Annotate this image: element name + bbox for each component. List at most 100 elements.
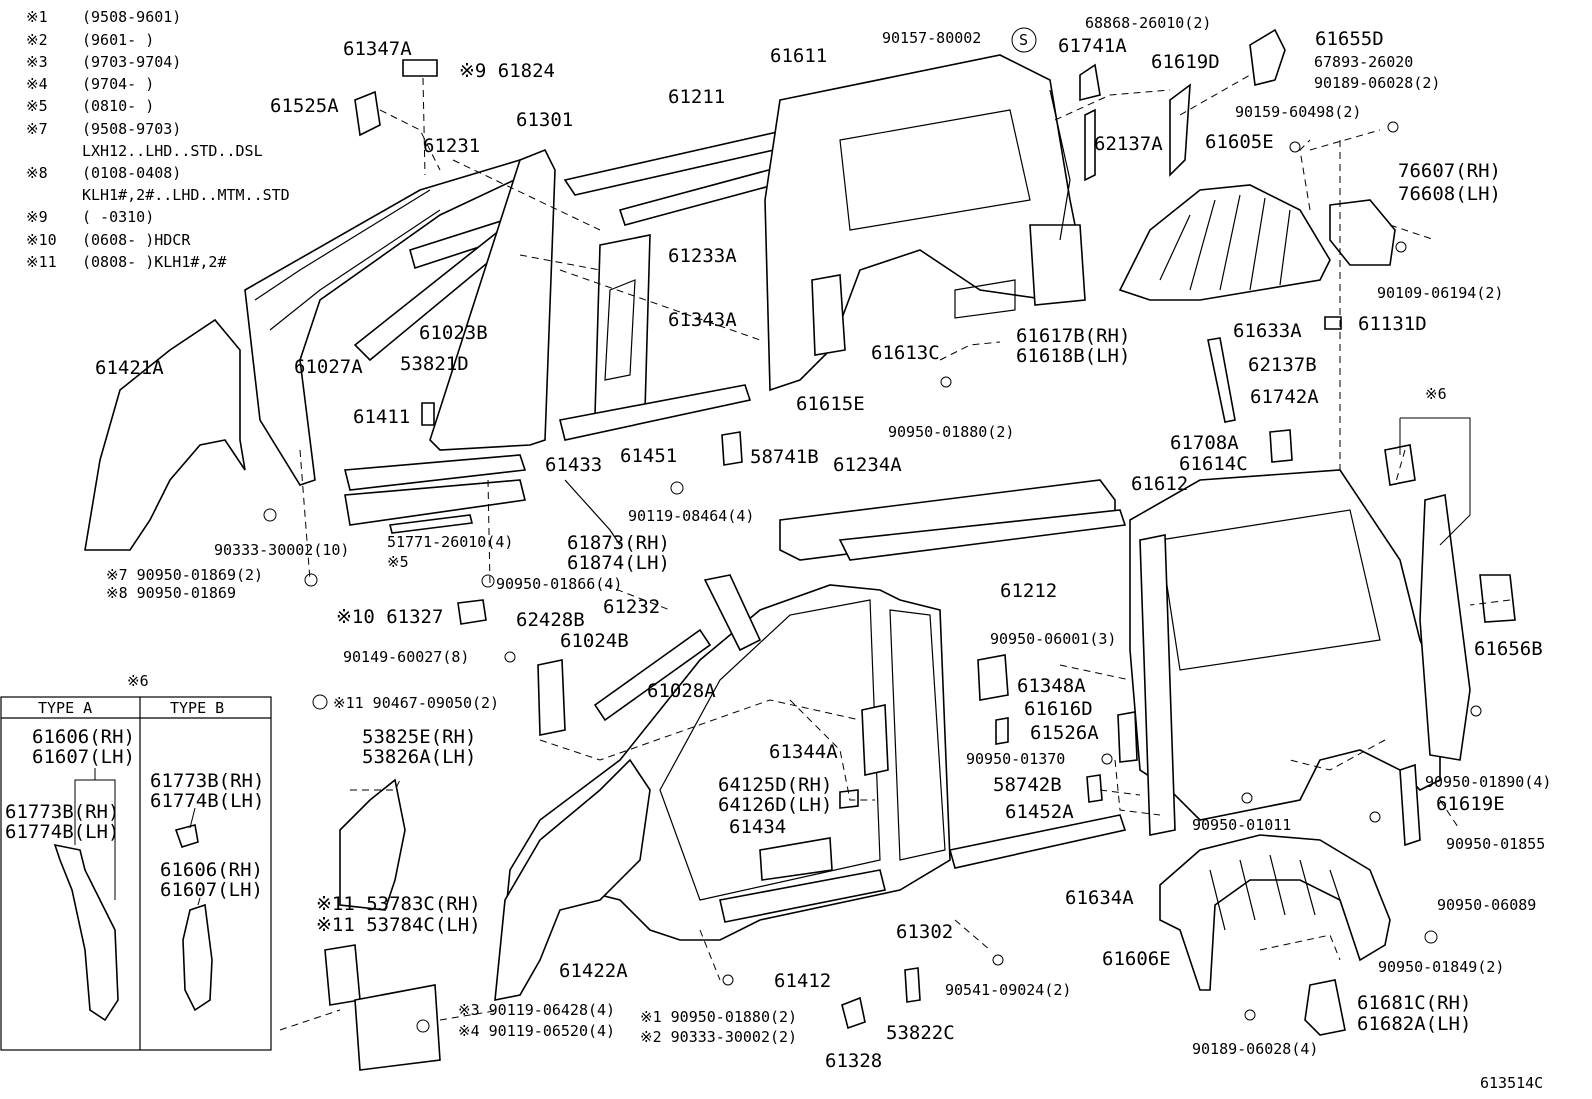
mudguard-upper-part <box>1329 199 1396 266</box>
note-range: (9703-9704) <box>82 53 181 71</box>
rocker-inner-upper-part <box>559 384 752 441</box>
part-label: 90950-06001(3) <box>990 630 1116 648</box>
part-label: 61421A <box>95 357 164 379</box>
part-label: ※7 90950-01869(2) <box>106 566 263 584</box>
part-label: 90333-30002(10) <box>214 541 349 559</box>
bracket-61347A <box>354 90 381 137</box>
part-label: 90950-01890(4) <box>1425 773 1551 791</box>
bracket-61656B <box>1479 574 1516 623</box>
step-61452A-part <box>949 814 1127 869</box>
inset-label: 61607(LH) <box>32 746 135 768</box>
part-label: 90950-01849(2) <box>1378 958 1504 976</box>
bracket-61619E <box>1399 763 1421 847</box>
part-label: 61617B(RH) <box>1016 325 1130 347</box>
part-label: 90541-09024(2) <box>945 981 1071 999</box>
note-range: ( -0310) <box>82 208 154 226</box>
part-label: 61233A <box>668 245 737 267</box>
note-mark: ※2 <box>26 31 48 49</box>
note-extra: KLH1#,2#..LHD..MTM..STD <box>82 186 290 204</box>
part-label: 61024B <box>560 630 629 652</box>
note-mark: ※3 <box>26 53 48 71</box>
sill-plate-part <box>389 514 473 534</box>
rocker-panel-reinforce-part <box>344 479 526 526</box>
note-extra: LXH12..LHD..STD..DSL <box>82 142 263 160</box>
part-label: 61452A <box>1005 801 1074 823</box>
svg-text:※8(0108-0408): ※8(0108-0408) <box>26 164 181 182</box>
note-range: (0810- ) <box>82 97 154 115</box>
note-range: (0608- )HDCR <box>82 231 191 249</box>
part-label: 68868-26010(2) <box>1085 14 1211 32</box>
note-mark: ※4 <box>26 75 48 93</box>
clip-61131D <box>1324 316 1342 330</box>
bracket-61655D <box>1249 28 1286 86</box>
part-label: 61605E <box>1205 131 1274 153</box>
part-label: 61681C(RH) <box>1357 992 1471 1014</box>
grommet-icon <box>312 694 328 710</box>
part-label: 61212 <box>1000 580 1057 602</box>
rear-pillar-right-part <box>1419 494 1471 761</box>
center-pillar-part <box>429 148 556 451</box>
part-label: ※6 <box>1425 385 1447 403</box>
inset-mark: ※6 <box>127 672 149 690</box>
rocker-lower2-part <box>759 837 833 881</box>
pillar-61232-part <box>703 574 762 652</box>
leader-lines <box>279 74 1511 1031</box>
part-label: 90950-01011 <box>1192 816 1291 834</box>
part-label: 61412 <box>774 970 831 992</box>
mudguard-lower-part <box>1304 979 1346 1036</box>
front-door-opening <box>659 599 881 901</box>
part-label: 90189-06028(4) <box>1192 1040 1318 1058</box>
note-range: (9704- ) <box>82 75 154 93</box>
part-label: 53821D <box>400 353 469 375</box>
svg-text:※9( -0310): ※9( -0310) <box>26 208 154 226</box>
part-label: 61232 <box>603 596 660 618</box>
part-label: 62428B <box>516 609 585 631</box>
part-label: 61874(LH) <box>567 552 670 574</box>
part-label: 61611 <box>770 45 827 67</box>
quarter-window-lower <box>1159 509 1381 671</box>
part-label: ※11 90467-09050(2) <box>333 694 499 712</box>
part-label: 61634A <box>1065 887 1134 909</box>
back-door-opening-part <box>1049 89 1071 241</box>
part-label: 61613C <box>871 342 940 364</box>
windshield-pillar-part <box>254 189 441 331</box>
rear-wheelhouse-upper-part <box>1118 184 1331 301</box>
part-label: 58741B <box>750 446 819 468</box>
note-mark: ※7 <box>26 120 48 138</box>
part-label: 61682A(LH) <box>1357 1013 1471 1035</box>
note-range: (9601- ) <box>82 31 154 49</box>
bracket-61348A <box>977 654 1009 701</box>
inset-type-a: TYPE A <box>38 699 92 717</box>
part-label: 61616D <box>1024 698 1093 720</box>
part-label: ※1 90950-01880(2) <box>640 1008 797 1026</box>
bracket-61742A <box>1269 429 1293 463</box>
part-label: 76607(RH) <box>1398 160 1501 182</box>
part-label: 61028A <box>647 680 716 702</box>
bracket-61344A <box>861 704 889 776</box>
part-label: 61742A <box>1250 386 1319 408</box>
part-label: 58742B <box>993 774 1062 796</box>
svg-text:※5(0810- ): ※5(0810- ) <box>26 97 154 115</box>
inset-type-b: TYPE B <box>170 699 224 717</box>
part-label: 67893-26020 <box>1314 53 1413 71</box>
part-label: 61131D <box>1358 313 1427 335</box>
svg-text:※11(0808- )KLH1#,2#: ※11(0808- )KLH1#,2# <box>26 253 227 271</box>
wheelhouse-ribs <box>1159 194 1291 291</box>
part-label: 61656B <box>1474 638 1543 660</box>
part-label: 61027A <box>294 356 363 378</box>
part-label: 61302 <box>896 921 953 943</box>
part-label: 90149-60027(8) <box>343 648 469 666</box>
part-label: 61612 <box>1131 473 1188 495</box>
note-range: (9508-9703) <box>82 120 181 138</box>
bracket-61741A <box>1079 63 1101 102</box>
bracket-58742B <box>1086 774 1103 803</box>
part-label: 61328 <box>825 1050 882 1072</box>
part-label: 61619E <box>1436 793 1505 815</box>
part-label: 61741A <box>1058 35 1127 57</box>
part-label: ※8 90950-01869 <box>106 584 236 602</box>
inset-label: 61606(RH) <box>32 726 135 748</box>
part-labels: 61347A ※9 61824 61525A 61231 61301 61211… <box>95 14 1551 1092</box>
seal-61617B <box>954 279 1016 319</box>
part-label: ※10 61327 <box>336 606 443 628</box>
part-label: 90109-06194(2) <box>1377 284 1503 302</box>
